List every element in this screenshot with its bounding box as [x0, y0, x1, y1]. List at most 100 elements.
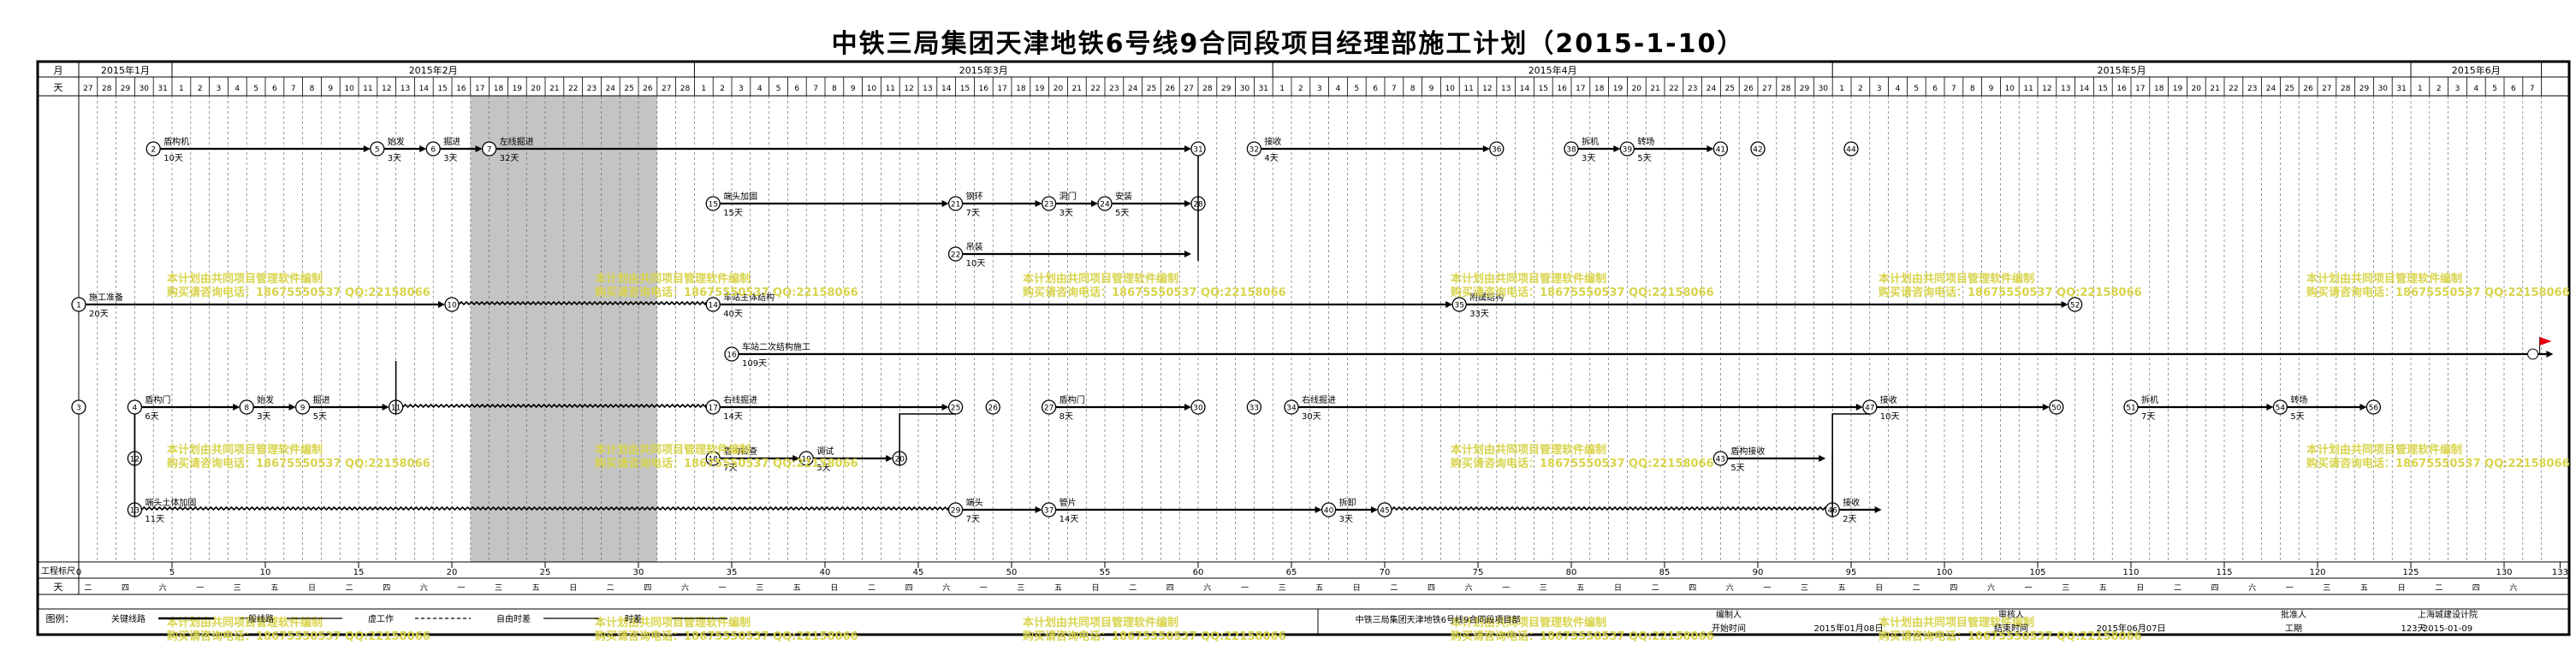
- arrow-head: [1371, 506, 1378, 513]
- day-number: 12: [2042, 85, 2051, 93]
- activity-duration: 5天: [1637, 154, 1651, 163]
- company-name: 中铁三局集团天津地铁6号线9合同段项目部: [1356, 614, 1521, 625]
- legend-item: 时差: [625, 613, 642, 624]
- event-node: [985, 399, 1000, 415]
- weekday-label: 六: [2248, 582, 2256, 593]
- weekday-label: 一: [1763, 584, 1771, 593]
- event-node-number: 5: [375, 146, 380, 155]
- weekday-label: 日: [308, 583, 316, 593]
- activity-duration: 5天: [2290, 412, 2304, 422]
- arrow-head: [1482, 145, 1490, 152]
- event-node: [1246, 141, 1262, 157]
- event-node-number: 42: [1753, 146, 1762, 155]
- event-node-number: 15: [708, 201, 717, 210]
- day-number: 16: [979, 85, 989, 93]
- activity-label: 始发: [388, 136, 405, 147]
- scale-label: 35: [727, 568, 738, 577]
- day-number: 23: [2247, 85, 2257, 93]
- arrow-head: [2061, 301, 2069, 308]
- activity-label: 端头: [966, 497, 983, 508]
- watermark-text: 购买请咨询电话：18675550537 QQ:22158066: [1451, 286, 1714, 299]
- day-number: 23: [1688, 85, 1697, 93]
- day-number: 11: [886, 85, 895, 93]
- event-node-number: 39: [1623, 146, 1633, 155]
- weekday-label: 四: [1166, 584, 1174, 593]
- activity-duration: 8天: [1059, 412, 1073, 422]
- weekday-label: 六: [1987, 582, 1995, 593]
- activity-duration: 3天: [257, 412, 270, 422]
- event-node-number: 7: [487, 146, 492, 155]
- weekday-label: 二: [1652, 584, 1659, 593]
- day-number: 4: [2473, 85, 2478, 93]
- activity-duration: 33天: [1469, 310, 1489, 319]
- free-float-line: [1391, 505, 1826, 511]
- scale-label: 110: [2122, 568, 2139, 577]
- day-number: 27: [1762, 85, 1772, 93]
- event-node: [71, 399, 86, 415]
- scale-label: 133: [2552, 568, 2568, 577]
- event-node: [1097, 196, 1113, 211]
- event-node: [444, 297, 460, 312]
- day-number: 30: [2378, 85, 2389, 93]
- day-number: 15: [437, 85, 447, 93]
- day-number: 13: [401, 85, 410, 93]
- arrow-head: [1315, 506, 1322, 513]
- event-node-number: 21: [951, 201, 960, 210]
- event-node-number: 38: [1566, 146, 1576, 155]
- activity-label: 端头土体加固: [145, 497, 196, 508]
- day-number: 11: [363, 85, 372, 93]
- activity-label: 调试: [816, 446, 834, 457]
- weekday-label: 三: [1540, 584, 1547, 593]
- day-number: 1: [701, 85, 706, 93]
- scale-label: 60: [1193, 568, 1204, 577]
- event-node-number: 37: [1044, 507, 1054, 516]
- day-number: 15: [960, 85, 970, 93]
- scale-label: 115: [2216, 568, 2232, 577]
- day-number: 11: [2023, 85, 2033, 93]
- day-number: 17: [475, 85, 484, 93]
- weekday-label: 日: [830, 583, 838, 593]
- event-node: [1190, 399, 1206, 415]
- day-number: 12: [1482, 85, 1492, 93]
- activity-label: 盾构检查: [723, 446, 757, 457]
- free-float-line: [402, 403, 707, 409]
- weekday-label: 一: [457, 584, 465, 593]
- legend-item: 关键线路: [111, 613, 145, 624]
- arrow-head: [419, 145, 427, 152]
- watermark-text: 本计划由共同项目管理软件编制: [1023, 272, 1178, 286]
- watermark-text: 购买请咨询电话：18675550537 QQ:22158066: [167, 286, 430, 299]
- event-node-number: 25: [951, 405, 960, 413]
- event-node: [1843, 141, 1859, 157]
- event-node: [724, 346, 739, 362]
- watermark-text: 购买请咨询电话：18675550537 QQ:22158066: [1451, 629, 1714, 643]
- weekday-label: 三: [1801, 584, 1808, 593]
- day-number: 7: [291, 85, 296, 93]
- legend-item: 自由时差: [496, 613, 531, 624]
- event-node: [947, 502, 964, 517]
- weekday-label: 日: [2136, 583, 2144, 593]
- day-number: 19: [1035, 85, 1045, 93]
- activity-label: 接收: [1880, 394, 1897, 405]
- activity-label: 端头加固: [723, 191, 757, 202]
- event-node-number: 8: [244, 405, 249, 413]
- day-number: 1: [1839, 85, 1844, 93]
- day-number: 10: [1445, 85, 1456, 93]
- day-number: 15: [1539, 85, 1548, 93]
- event-node: [145, 141, 161, 157]
- weekday-label: 一: [2025, 584, 2033, 593]
- day-number: 22: [2229, 85, 2238, 93]
- weekday-label: 四: [1427, 584, 1435, 593]
- event-node: [481, 141, 497, 157]
- arrow-head: [1706, 145, 1714, 152]
- event-node-number: 6: [430, 146, 436, 155]
- weekday-label: 二: [2174, 584, 2181, 593]
- event-node: [1321, 502, 1337, 517]
- event-node: [705, 399, 721, 415]
- weekday-label: 五: [1576, 584, 1584, 593]
- day-number: 1: [2418, 85, 2423, 93]
- day-number: 23: [587, 85, 597, 93]
- event-node-number: 22: [951, 251, 960, 260]
- activity-label: 右线掘进: [723, 394, 757, 405]
- weekday-label: 四: [122, 584, 129, 593]
- day-number: 11: [1463, 85, 1473, 93]
